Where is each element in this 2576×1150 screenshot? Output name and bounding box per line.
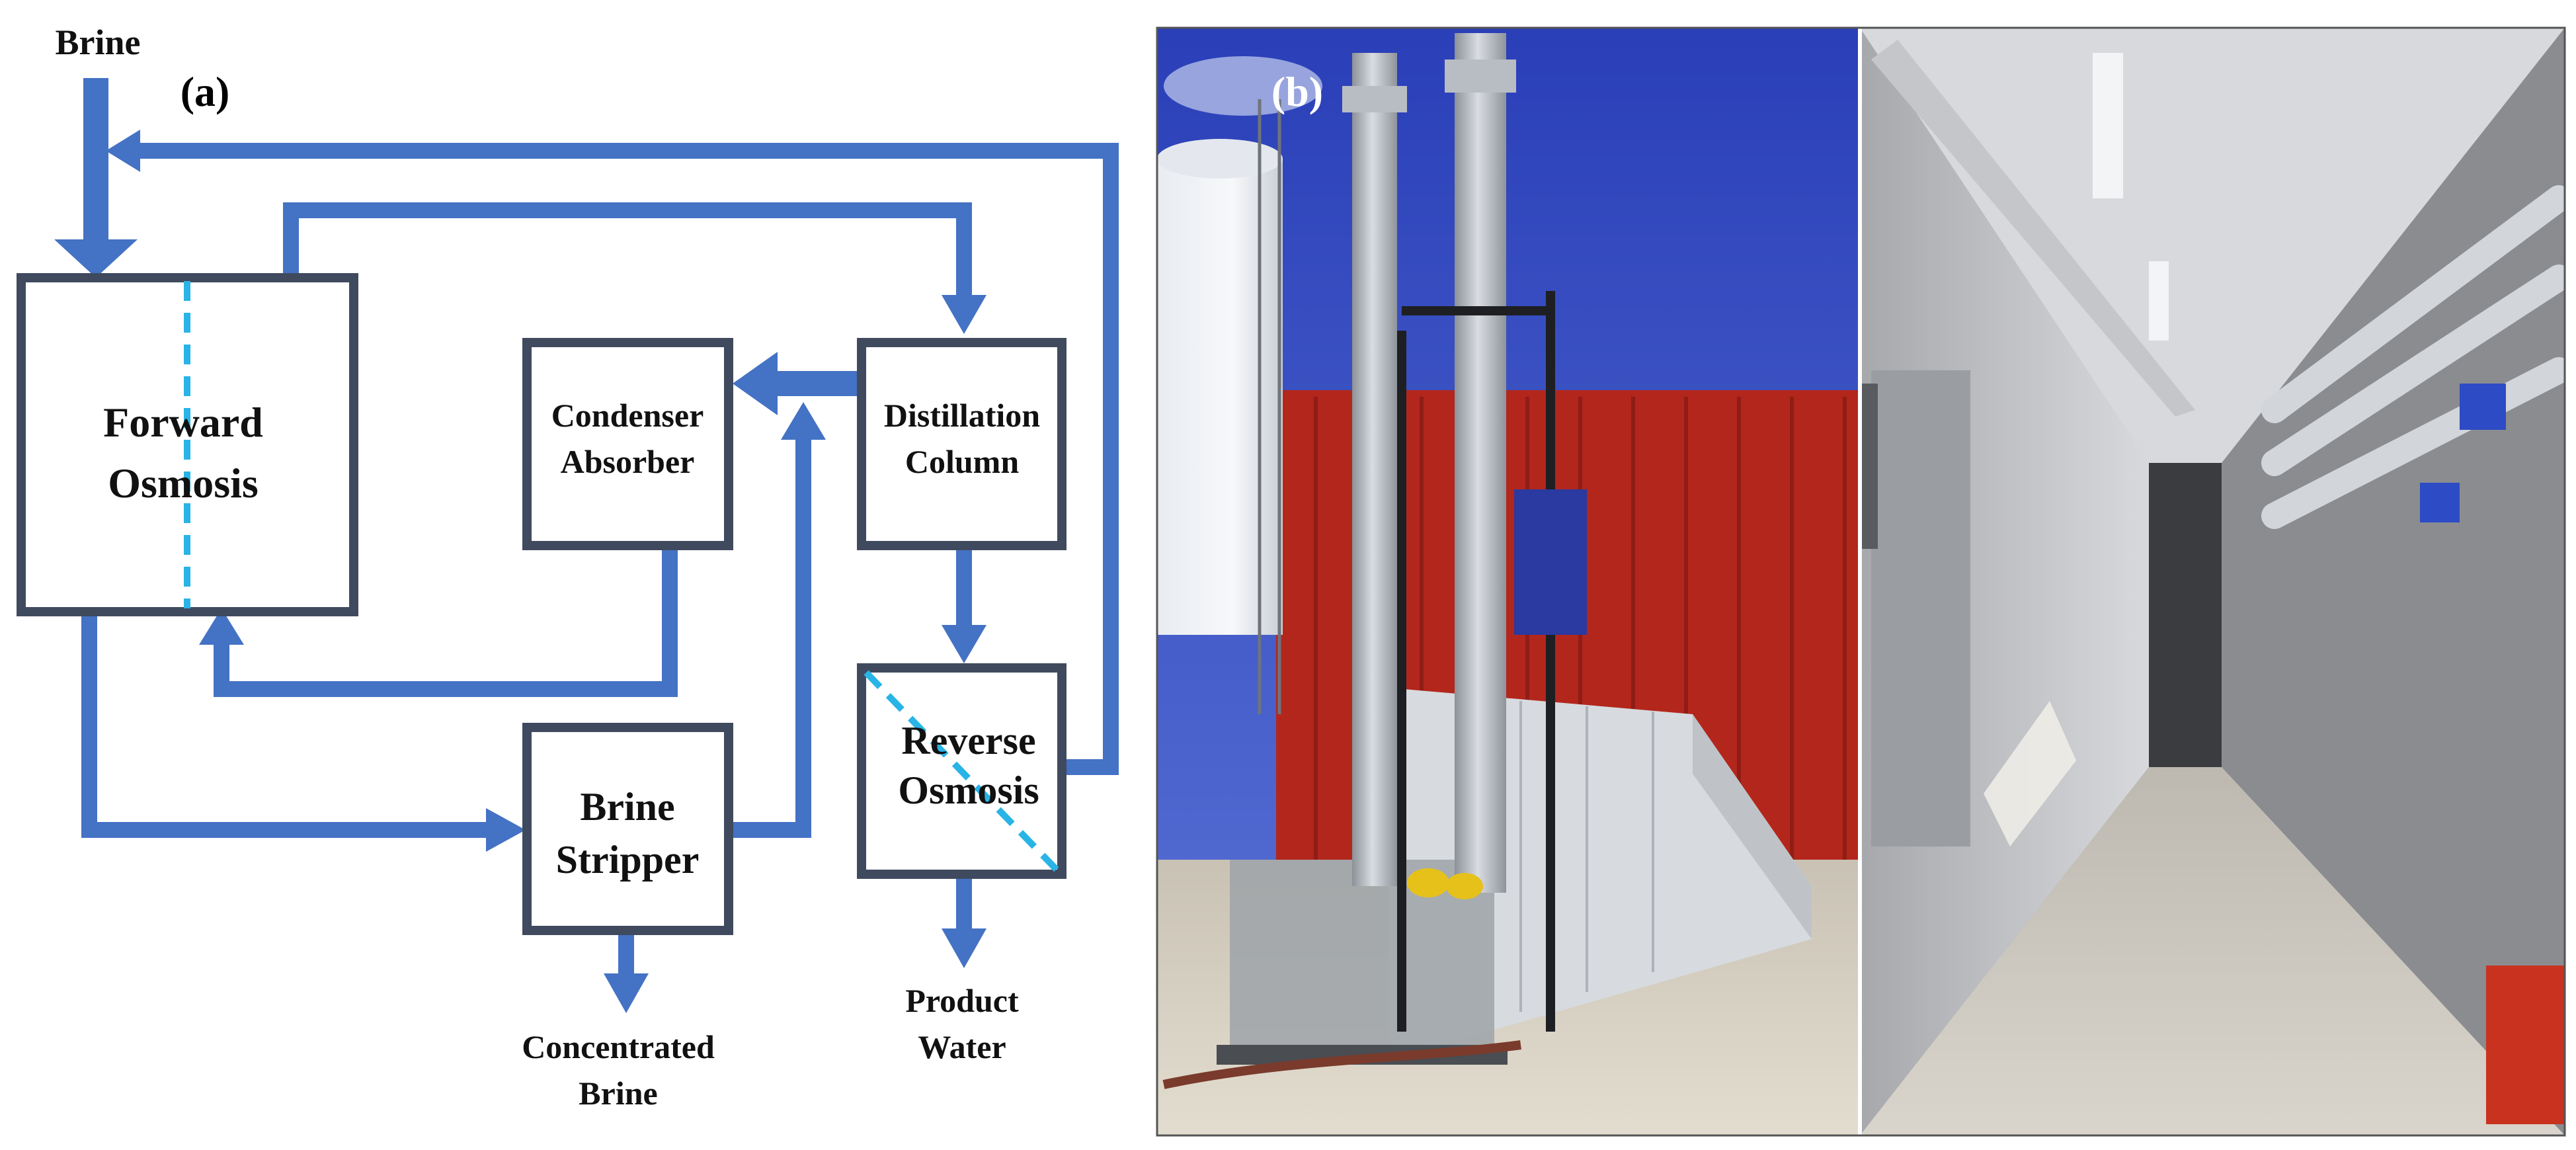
panel-a-diagram: (a) Brine	[17, 22, 1119, 1112]
reverse-osmosis-label-line2: Osmosis	[898, 768, 1039, 812]
node-forward-osmosis: Forward Osmosis	[17, 273, 358, 616]
brine-stripper-label-line2: Stripper	[556, 838, 700, 882]
product-water-label-line1: Product	[905, 982, 1019, 1019]
photo-outdoor-pilot-plant	[1157, 28, 1860, 1135]
forward-osmosis-label-line1: Forward	[103, 399, 263, 446]
arrowhead-condenser-to-fo	[199, 608, 244, 645]
condenser-absorber-box	[522, 338, 733, 550]
arrow-stripper-to-condenser	[733, 436, 811, 838]
arrowhead-stripper-to-condenser	[781, 402, 826, 440]
flow-arrows	[54, 78, 1119, 1013]
photos-frame	[1156, 26, 2566, 1137]
arrowhead-fo-to-distillation	[942, 295, 986, 334]
concentrated-brine-label-line1: Concentrated	[522, 1028, 715, 1065]
arrowhead-ro-out	[942, 928, 986, 968]
panel-b-label: (b)	[1271, 68, 1323, 115]
brine-stripper-box	[522, 723, 733, 935]
photo-interior-corridor	[1860, 28, 2565, 1135]
arrowhead-distillation-to-condenser	[733, 352, 778, 415]
distillation-column-label-line2: Column	[905, 443, 1019, 480]
brine-input-label: Brine	[56, 22, 141, 62]
distillation-column-label-line1: Distillation	[884, 397, 1040, 434]
arrow-ro-recycle	[136, 143, 1119, 775]
arrow-condenser-to-fo	[214, 550, 678, 697]
node-reverse-osmosis: Reverse Osmosis	[857, 663, 1067, 879]
node-condenser-absorber: Condenser Absorber	[522, 338, 733, 550]
arrow-fo-to-stripper	[81, 616, 489, 838]
condenser-absorber-label-line2: Absorber	[561, 443, 695, 480]
brine-stripper-label-line1: Brine	[580, 785, 674, 829]
arrow-fo-to-distillation	[283, 202, 972, 299]
condenser-absorber-label-line1: Condenser	[551, 397, 704, 434]
reverse-osmosis-label-line1: Reverse	[901, 719, 1035, 762]
arrowhead-distillation-to-ro	[942, 625, 986, 663]
arrowhead-stripper-out	[604, 973, 649, 1013]
panel-a-label: (a)	[181, 68, 230, 115]
forward-osmosis-label-line2: Osmosis	[108, 460, 259, 507]
node-brine-stripper: Brine Stripper	[522, 723, 733, 935]
arrowhead-fo-to-stripper	[486, 808, 526, 852]
distillation-column-box	[857, 338, 1067, 550]
concentrated-brine-label-line2: Brine	[579, 1075, 657, 1112]
product-water-label-line2: Water	[918, 1028, 1006, 1065]
ro-membrane-dash	[864, 670, 1059, 872]
arrowhead-brine-to-fo	[54, 239, 138, 278]
node-distillation-column: Distillation Column	[857, 338, 1067, 550]
arrowhead-ro-recycle	[106, 130, 140, 172]
